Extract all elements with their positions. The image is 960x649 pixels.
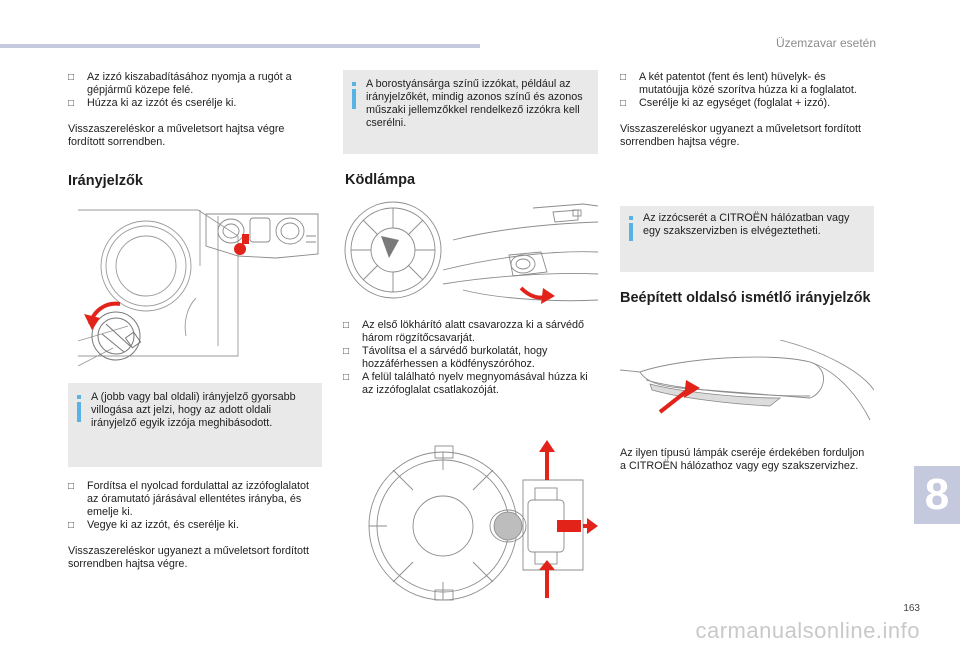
pointer-arrow: [658, 388, 690, 414]
fog-lamp-connector-figure: [343, 440, 598, 602]
turn-signal-illustration: [77, 209, 319, 367]
bullet-list-bottom: □Fordítsa el nyolcad fordulattal az izzó…: [68, 480, 322, 532]
bulb-location-dot: [234, 243, 246, 255]
info-box-amber-bulbs: A borostyánsárga színű izzókat, például …: [343, 70, 598, 154]
checkbox-bullet-icon: □: [343, 372, 350, 383]
list-item: □Vegye ki az izzót, és cserélje ki.: [68, 519, 239, 531]
arrow-head: [684, 380, 700, 398]
checkbox-bullet-icon: □: [68, 520, 75, 531]
info-text: A (jobb vagy bal oldali) irányjelző gyor…: [91, 391, 296, 429]
bulb-location-marker: [242, 234, 249, 244]
section-heading-fog-lamp: Ködlámpa: [345, 172, 416, 188]
checkbox-bullet-icon: □: [343, 320, 350, 331]
list-item: □A felül található nyelv megnyomásával h…: [343, 371, 588, 396]
section-title: Üzemzavar esetén: [775, 36, 876, 50]
arrow-head: [84, 314, 100, 330]
list-item: □Az első lökhárító alatt csavarozza ki a…: [343, 319, 585, 344]
list-item: □Fordítsa el nyolcad fordulattal az izzó…: [68, 480, 310, 518]
repeater-service-note: Az ilyen típusú lámpák cseréje érdekében…: [620, 447, 865, 472]
info-text: Az izzócserét a CITROËN hálózatban vagy …: [643, 212, 850, 237]
column-2: □Az első lökhárító alatt csavarozza ki a…: [343, 319, 598, 397]
header-bar: [0, 44, 480, 48]
fog-lamp-connector-illustration: [368, 440, 598, 601]
turn-signal-bulb-figure: [68, 206, 322, 372]
list-item: □Cserélje ki az egységet (foglalat + izz…: [620, 97, 831, 109]
info-box-turn-signal: A (jobb vagy bal oldali) irányjelző gyor…: [68, 383, 322, 467]
list-item: □Húzza ki az izzót és cserélje ki.: [68, 97, 237, 109]
bullet-list-top: □Az izzó kiszabadításához nyomja a rugót…: [68, 71, 320, 110]
section-heading-side-repeaters: Beépített oldalsó ismétlő irányjelzők: [620, 290, 871, 306]
chapter-number: 8: [924, 470, 950, 519]
column-1: □Az izzó kiszabadításához nyomja a rugót…: [68, 71, 320, 190]
bullet-list-fog-lamp: □Az első lökhárító alatt csavarozza ki a…: [343, 319, 598, 397]
bulb-shape: [493, 511, 523, 541]
list-item: □Az izzó kiszabadításához nyomja a rugót…: [68, 71, 292, 96]
page-number: 163: [903, 603, 920, 614]
fog-lamp-bumper-figure: [343, 200, 598, 305]
info-icon: [77, 395, 81, 399]
bullet-list-socket: □A két patentot (fent és lent) hüvelyk- …: [620, 71, 872, 110]
connector-marker: [557, 520, 581, 532]
checkbox-bullet-icon: □: [68, 98, 75, 109]
fog-lamp-illustration: [344, 201, 598, 304]
arrow-head: [587, 518, 598, 534]
info-icon: [352, 82, 356, 86]
info-box-service: Az izzócserét a CITROËN hálózatban vagy …: [620, 206, 874, 272]
side-repeater-figure: [620, 340, 874, 435]
checkbox-bullet-icon: □: [68, 481, 75, 492]
bulb-socket: [91, 311, 142, 361]
column-3: □A két patentot (fent és lent) hüvelyk- …: [620, 71, 872, 149]
checkbox-bullet-icon: □: [343, 346, 350, 357]
info-icon-bar: [77, 402, 81, 422]
checkbox-bullet-icon: □: [68, 72, 75, 83]
chapter-tab: 8: [914, 466, 960, 524]
info-icon-bar: [629, 223, 633, 241]
arrow-head: [539, 440, 555, 452]
mirror-repeater-illustration: [620, 340, 874, 421]
column-1-bottom: □Fordítsa el nyolcad fordulattal az izzó…: [68, 480, 322, 571]
info-icon: [629, 216, 633, 220]
checkbox-bullet-icon: □: [620, 72, 627, 83]
arrow-head: [539, 560, 555, 570]
list-item: □A két patentot (fent és lent) hüvelyk- …: [620, 71, 857, 96]
info-text: A borostyánsárga színű izzókat, például …: [366, 78, 583, 129]
list-item: □Távolítsa el a sárvédő burkolatát, hogy…: [343, 345, 548, 370]
reassembly-note: Visszaszereléskor ugyanezt a műveletsort…: [620, 123, 862, 148]
section-heading-turn-signals: Irányjelzők: [68, 173, 143, 189]
reassembly-note: Visszaszereléskor ugyanezt a műveletsort…: [68, 545, 310, 570]
checkbox-bullet-icon: □: [620, 98, 627, 109]
headlamp-unit: [205, 213, 319, 259]
reassembly-note: Visszaszereléskor a műveletsort hajtsa v…: [68, 123, 285, 148]
arrow-head: [541, 288, 555, 304]
info-icon-bar: [352, 89, 356, 109]
watermark: carmanualsonline.info: [695, 618, 920, 643]
